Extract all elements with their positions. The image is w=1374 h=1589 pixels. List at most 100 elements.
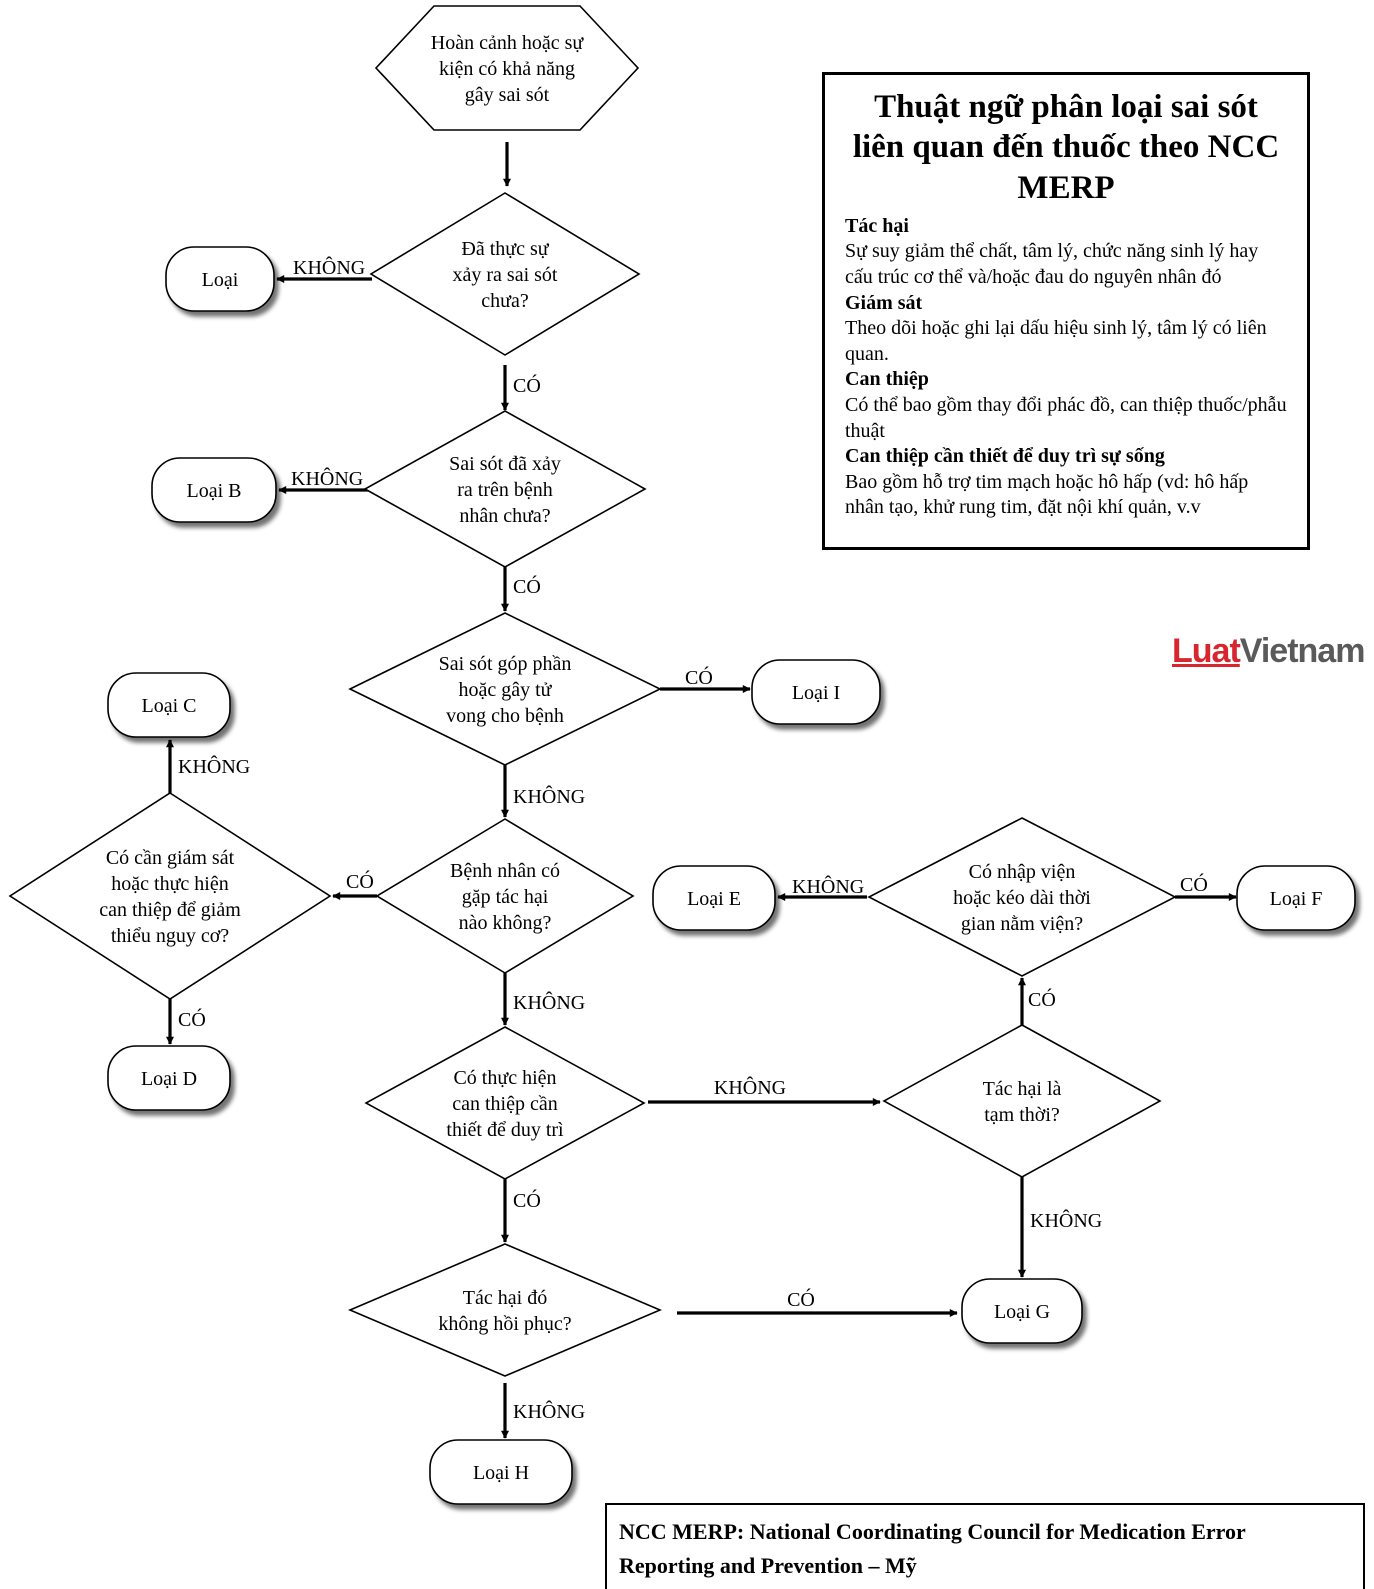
node-text-line: hoặc thực hiện: [111, 873, 228, 895]
node-text-line: nhân chưa?: [459, 505, 550, 527]
node-text-line: không hồi phục?: [438, 1313, 571, 1335]
edge-label: KHÔNG: [513, 990, 585, 1014]
legend-term-label: Tác hại: [845, 214, 909, 237]
logo-part-luat: Luat: [1172, 632, 1241, 670]
node-text-line: chưa?: [481, 290, 529, 312]
node-text-line: vong cho bệnh: [446, 705, 564, 727]
node-text-line: gian nằm viện?: [961, 913, 1083, 935]
node-text-line: Loại F: [1270, 888, 1323, 910]
node-text-line: gặp tác hại: [462, 886, 549, 908]
legend-term-life-sustaining: Can thiệp cần thiết để duy trì sự sống B…: [845, 444, 1287, 521]
decision-diamond: [348, 612, 662, 766]
legend-term-definition: Bao gồm hỗ trợ tim mạch hoặc hô hấp (vd:…: [845, 470, 1249, 519]
decision-diamond: [8, 792, 332, 1000]
edge-label: KHÔNG: [513, 1399, 585, 1423]
node-text-line: Có cần giám sát: [106, 847, 235, 869]
decision-diamond: [364, 1026, 646, 1180]
node-d8: Tác hại là tạm thời?: [882, 1024, 1162, 1178]
edge-label: KHÔNG: [178, 754, 250, 778]
node-text-line: Loại G: [994, 1301, 1050, 1323]
edge-label: KHÔNG: [792, 874, 864, 898]
node-text-line: Hoàn cảnh hoặc sự: [431, 32, 585, 54]
decision-diamond: [867, 817, 1177, 977]
edge-label: KHÔNG: [291, 466, 363, 490]
edge-label: CÓ: [513, 1188, 541, 1212]
node-d4: Bệnh nhân có gặp tác hại nào không?: [375, 818, 635, 974]
node-loai-e: Loại E: [652, 865, 776, 931]
legend-title: Thuật ngữ phân loại sai sót liên quan đế…: [852, 89, 1280, 206]
legend-term-label: Can thiệp: [845, 368, 929, 391]
node-loai-i: Loại I: [751, 659, 881, 725]
node-text-line: thiểu nguy cơ?: [111, 925, 229, 947]
node-text-line: Sai sót góp phần: [439, 653, 572, 675]
terminal-box: [1236, 865, 1356, 931]
decision-diamond: [882, 1024, 1162, 1178]
legend-term-definition: Có thể bao gồm thay đổi phác đồ, can thi…: [845, 393, 1287, 442]
node-text-line: thiết để duy trì: [446, 1119, 564, 1141]
node-text-line: Đã thực sự: [461, 238, 549, 260]
luatvietnam-logo: LuatVietnam: [1172, 632, 1366, 671]
node-text-line: hoặc kéo dài thời: [953, 887, 1091, 909]
node-d5: Có cần giám sát hoặc thực hiện can thiệp đ…: [8, 792, 332, 1000]
legend-term-definition: Sự suy giảm thể chất, tâm lý, chức năng …: [845, 240, 1259, 288]
terminal-box: [429, 1439, 573, 1505]
footnote-line-1: NCC MERP: National Coordinating Council …: [619, 1519, 1246, 1544]
node-loai-d: Loại D: [107, 1045, 231, 1111]
node-text-line: Sai sót đã xảy: [449, 453, 561, 475]
node-text-line: kiện có khả năng: [439, 58, 575, 80]
decision-diamond: [363, 410, 647, 568]
node-text-line: tạm thời?: [984, 1104, 1060, 1126]
decision-diamond: [369, 192, 641, 356]
node-text-line: Loại B: [187, 480, 242, 502]
node-text-line: can thiệp để giảm: [99, 899, 241, 921]
node-d3: Sai sót góp phần hoặc gây tử vong cho bệnh: [348, 612, 662, 766]
node-loai-g: Loại G: [961, 1278, 1083, 1344]
node-text-line: hoặc gây tử: [458, 679, 552, 701]
edge-label: CÓ: [513, 574, 541, 598]
node-text-line: Tác hại là: [983, 1078, 1062, 1100]
node-text-line: Loại E: [687, 888, 741, 910]
legend-term-label: Giám sát: [845, 291, 923, 314]
node-d1: Đã thực sự xảy ra sai sót chưa?: [369, 192, 641, 356]
start-hexagon: [374, 5, 640, 131]
node-text-line: Loại: [202, 269, 239, 291]
edge-label: KHÔNG: [293, 255, 365, 279]
node-text-line: gây sai sót: [465, 84, 550, 106]
legend-term-definition: Theo dõi hoặc ghi lại dấu hiệu sinh lý, …: [845, 317, 1267, 365]
edge-label: KHÔNG: [714, 1075, 786, 1099]
legend-term-monitoring: Giám sát Theo dõi hoặc ghi lại dấu hiệu …: [845, 291, 1287, 368]
node-d2: Sai sót đã xảy ra trên bệnh nhân chưa?: [363, 410, 647, 568]
footnote-line-2: Reporting and Prevention – Mỹ: [619, 1553, 917, 1579]
node-text-line: Loại I: [792, 682, 840, 704]
node-loai-c: Loại C: [107, 672, 231, 738]
node-text-line: Loại C: [142, 695, 197, 717]
node-text-line: ra trên bệnh: [457, 479, 553, 501]
edge-label: CÓ: [178, 1007, 206, 1031]
edge-label: CÓ: [513, 373, 541, 397]
node-text-line: Loại H: [473, 1462, 529, 1484]
node-text-line: Bệnh nhân có: [450, 860, 560, 882]
terminal-box: [165, 246, 275, 312]
terminal-box: [751, 659, 881, 725]
decision-diamond: [347, 1243, 663, 1377]
legend-term-label: Can thiệp cần thiết để duy trì sự sống: [845, 445, 1165, 468]
edge-label: CÓ: [685, 665, 713, 689]
node-text-line: xảy ra sai sót: [453, 264, 558, 286]
terminal-box: [961, 1278, 1083, 1344]
terminal-box: [107, 1045, 231, 1111]
terminal-box: [151, 457, 277, 523]
legend-term-harm: Tác hại Sự suy giảm thể chất, tâm lý, ch…: [845, 214, 1287, 291]
logo-part-vietnam: Vietnam: [1239, 632, 1366, 670]
node-text-line: can thiệp cần: [452, 1093, 558, 1115]
node-loai-b: Loại B: [151, 457, 277, 523]
node-loai-h: Loại H: [429, 1439, 573, 1505]
node-loai-f: Loại F: [1236, 865, 1356, 931]
edge-label: CÓ: [1180, 872, 1208, 896]
edge-label: CÓ: [346, 869, 374, 893]
edge-label: CÓ: [787, 1287, 815, 1311]
node-text-line: nào không?: [459, 912, 552, 934]
